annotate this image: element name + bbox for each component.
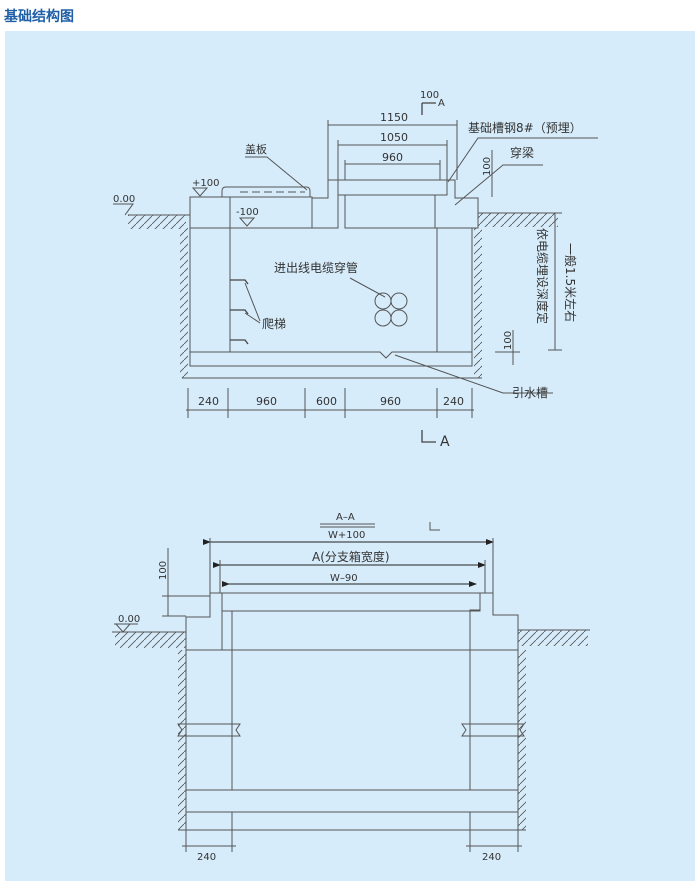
left-brick-wall <box>189 227 231 353</box>
dim-bottom-240-left: 240 <box>198 395 219 408</box>
dim-100-beam: 100 <box>482 157 493 176</box>
page-title: 基础结构图 <box>4 9 74 25</box>
left-bracket <box>177 723 241 737</box>
right-brick-wall <box>436 227 473 353</box>
label-depth-rule: 依电缆埋设深度定 <box>535 228 550 324</box>
left-brick-wall <box>185 649 233 791</box>
label-drain: 引水槽 <box>512 386 548 400</box>
label-channel-steel: 基础槽钢8#（预埋） <box>468 121 582 135</box>
channel-steel-plate <box>337 179 448 196</box>
level-minus-100: -100 <box>236 207 259 218</box>
dim-960: 960 <box>382 151 403 164</box>
cover-plate <box>221 186 311 197</box>
level-zero: 0.00 <box>113 194 135 205</box>
right-concrete-cap <box>469 592 519 651</box>
left-concrete-cap <box>189 196 231 229</box>
dim-bottom-600: 600 <box>316 395 337 408</box>
dim-bottom-240-right: 240 <box>443 395 464 408</box>
dim-1150: 1150 <box>380 111 408 124</box>
floor-slab <box>189 351 473 367</box>
ground-hatch-left <box>128 215 186 229</box>
left-concrete-cap <box>185 592 223 651</box>
dim-w-minus-90: W–90 <box>330 573 358 584</box>
dim-w-plus-100: W+100 <box>328 530 365 541</box>
label-cover: 盖板 <box>245 142 267 156</box>
dim-left-240: 240 <box>197 852 216 863</box>
label-ladder: 爬梯 <box>262 317 286 331</box>
label-beam: 穿梁 <box>510 145 534 160</box>
section-view: A–A W+100 A(分支箱宽度) W–90 100 0.00 240 240 <box>112 512 590 863</box>
diagram-panel <box>5 31 695 881</box>
section-mark-bottom: A <box>440 434 450 450</box>
dim-right-240: 240 <box>482 852 501 863</box>
floor-slab <box>185 789 519 813</box>
dim-bottom-960-right: 960 <box>380 395 401 408</box>
level-zero: 0.00 <box>118 614 140 625</box>
dim-100-slab: 100 <box>158 561 169 580</box>
label-depth-typical: 一般1.5米左右 <box>563 243 578 322</box>
dim-1050: 1050 <box>380 131 408 144</box>
dim-bottom-960-left: 960 <box>256 395 277 408</box>
section-title: A–A <box>336 512 355 523</box>
right-bracket <box>461 723 525 737</box>
cable-conduits <box>374 292 408 327</box>
right-brick-wall <box>469 649 519 791</box>
label-cable-conduit: 进出线电缆穿管 <box>274 260 358 275</box>
dim-box-width: A(分支箱宽度) <box>312 549 390 564</box>
dim-100-drain: 100 <box>503 331 514 350</box>
plan-view: 100 A 1150 1050 960 基础槽钢8#（预埋） 穿梁 100 盖板… <box>113 90 598 450</box>
level-plus-100: +100 <box>192 178 219 189</box>
ground-hatch-right <box>478 213 558 227</box>
ladder-rungs <box>230 279 249 345</box>
section-mark-a: A <box>438 98 445 109</box>
section-mark-100: 100 <box>420 90 439 101</box>
top-slab <box>221 592 481 612</box>
